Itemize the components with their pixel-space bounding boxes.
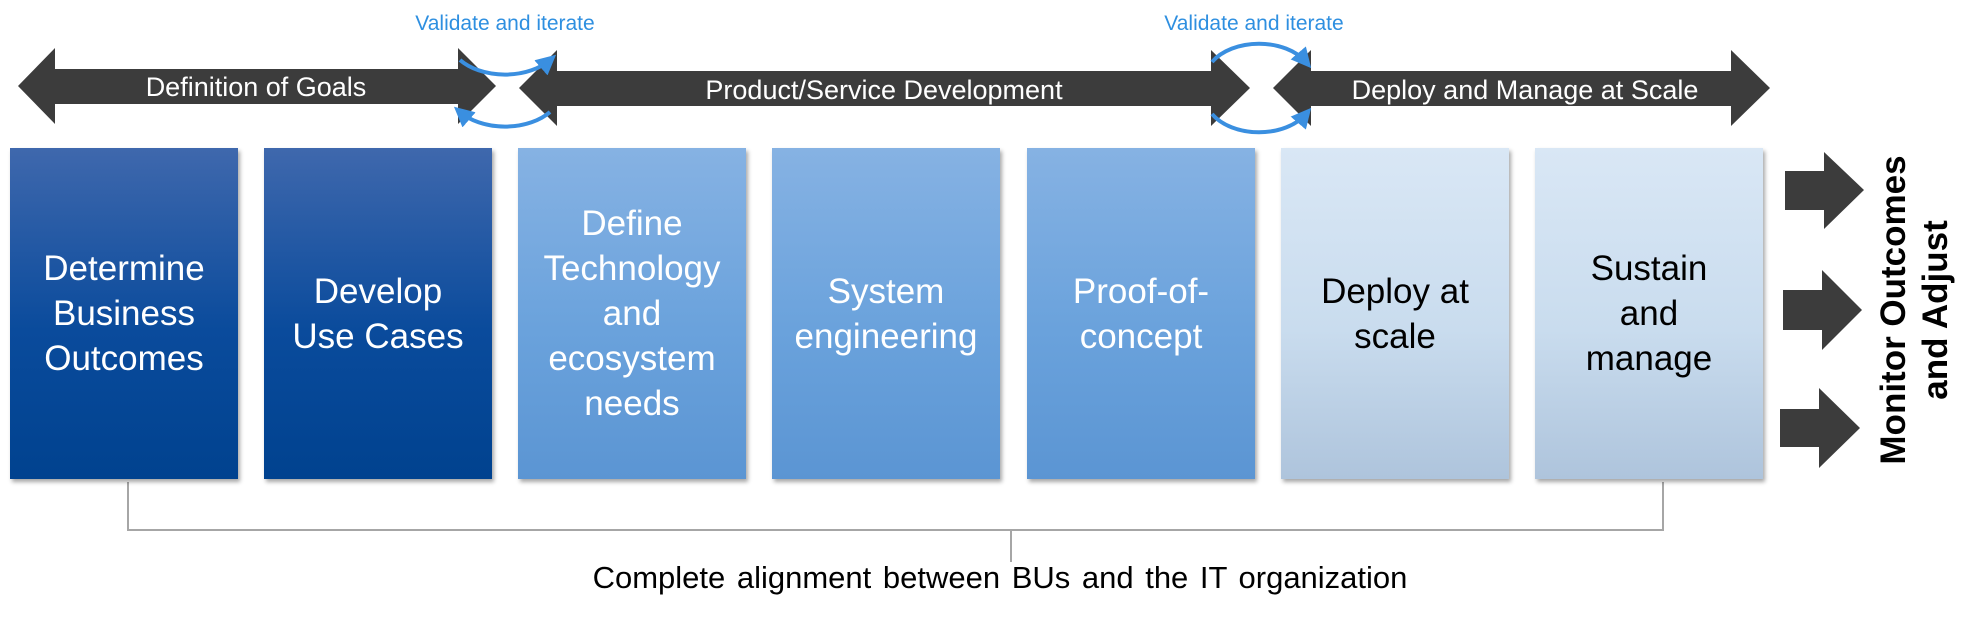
step-box-develop-use-cases: Develop Use Cases <box>264 148 492 479</box>
step-label: Proof-of- concept <box>1072 271 1210 356</box>
step-box-define-technology: Define Technology and ecosystem needs <box>518 148 746 479</box>
step-box-deploy-at-scale: Deploy at scale <box>1281 148 1509 479</box>
right-arrow-icon <box>1780 388 1860 468</box>
alignment-bracket <box>127 482 1664 562</box>
step-label: Develop Use Cases <box>292 271 464 356</box>
phase-arrow-definition-of-goals: Definition of Goals <box>18 48 496 124</box>
step-label: Define Technology and ecosystem needs <box>543 204 721 423</box>
phase-label-definition-of-goals: Definition of Goals <box>146 72 367 102</box>
right-arrow-icon <box>1785 152 1864 229</box>
validate-iterate-label-2: Validate and iterate <box>1164 12 1343 35</box>
validate-iterate-label-1: Validate and iterate <box>415 12 594 35</box>
step-label: Determine Business Outcomes <box>43 249 205 378</box>
circular-arrows-icon <box>453 54 557 129</box>
phase-arrow-deploy-and-manage: Deploy and Manage at Scale <box>1273 50 1770 126</box>
alignment-caption: Complete alignment between BUs and the I… <box>592 560 1408 595</box>
output-arrows <box>1780 152 1864 468</box>
phase-label-deploy-and-manage: Deploy and Manage at Scale <box>1352 75 1699 105</box>
monitor-outcomes-label: Monitor Outcomes and Adjust <box>1874 155 1955 465</box>
step-label: Sustain and manage <box>1585 249 1713 378</box>
step-box-determine-business-outcomes: Determine Business Outcomes <box>10 148 238 479</box>
right-arrow-icon <box>1783 270 1862 350</box>
phase-label-product-service-development: Product/Service Development <box>705 75 1063 105</box>
phase-arrow-product-service-development: Product/Service Development <box>519 50 1250 126</box>
step-label: Deploy at scale <box>1321 271 1469 356</box>
validate-iterate-cycle-1: Validate and iterate <box>415 12 595 129</box>
step-box-proof-of-concept: Proof-of- concept <box>1027 148 1255 479</box>
step-label: System engineering <box>794 271 978 356</box>
circular-arrows-icon <box>1210 41 1312 135</box>
step-box-sustain-and-manage: Sustain and manage <box>1535 148 1763 479</box>
validate-iterate-cycle-2: Validate and iterate <box>1164 12 1344 135</box>
step-box-system-engineering: System engineering <box>772 148 1000 479</box>
